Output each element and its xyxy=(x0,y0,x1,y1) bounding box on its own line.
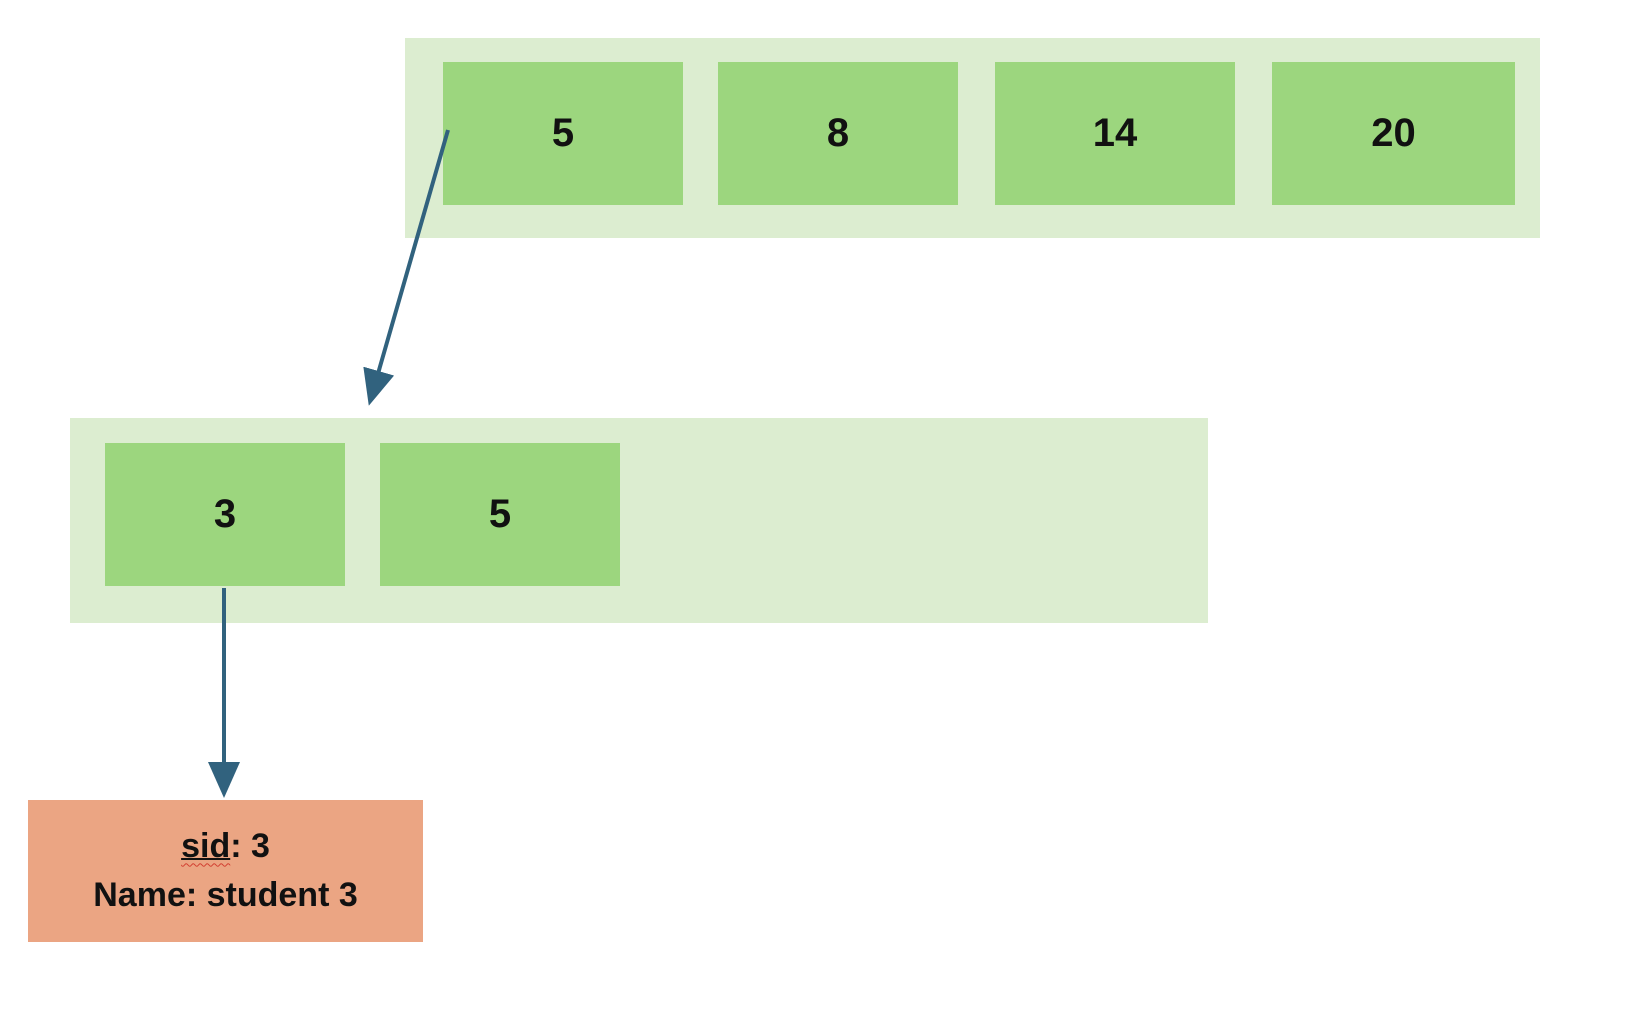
record-name-line: Name: student 3 xyxy=(93,876,358,914)
root-key-value: 5 xyxy=(551,111,575,155)
leaf-key-cell: 5 xyxy=(380,443,620,586)
record-sid-line: sid: 3 xyxy=(181,822,270,871)
root-key-cell: 5 xyxy=(443,62,683,205)
record-sid-value: : 3 xyxy=(230,826,270,865)
root-key-value: 14 xyxy=(1092,111,1138,155)
root-key-cell: 20 xyxy=(1272,62,1515,205)
leaf-key-value: 5 xyxy=(488,492,512,536)
record-box: sid: 3 Name: student 3 xyxy=(28,800,423,942)
leaf-key-cell: 3 xyxy=(105,443,345,586)
leaf-key-value: 3 xyxy=(213,492,237,536)
root-key-cell: 14 xyxy=(995,62,1235,205)
root-key-cell: 8 xyxy=(718,62,958,205)
root-key-value: 8 xyxy=(826,111,850,155)
record-sid-label: sid xyxy=(181,826,231,865)
leaf-index-node: 3 5 xyxy=(70,418,1208,623)
record-sid-label-wrap: sid xyxy=(181,827,230,865)
root-key-value: 20 xyxy=(1371,111,1416,155)
root-index-node: 5 8 14 20 xyxy=(405,38,1540,238)
